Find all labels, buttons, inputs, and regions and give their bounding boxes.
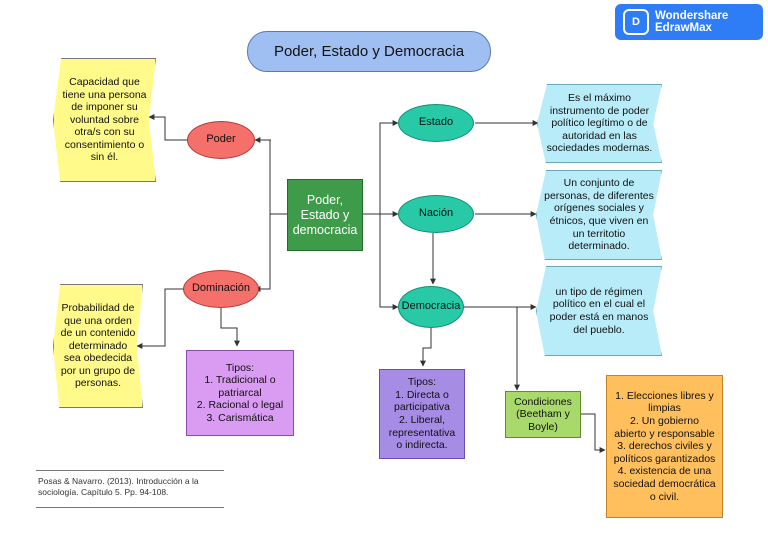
connector-condiciones-list xyxy=(581,413,606,453)
connector-democracia-condiciones xyxy=(463,306,520,391)
brand-line2: EdrawMax xyxy=(655,22,712,34)
node-dominacion: Dominación xyxy=(183,270,259,308)
democracia-definition: un tipo de régimen político en el cual e… xyxy=(536,266,662,356)
diagram-title: Poder, Estado y Democracia xyxy=(247,31,491,72)
center-node: Poder, Estado y democracia xyxy=(287,179,363,251)
connector-center-left xyxy=(269,139,287,215)
edrawmax-logo-icon: D xyxy=(623,9,649,35)
connector-dominacion-tipos xyxy=(220,304,240,347)
condiciones-list: 1. Elecciones libres y limpias 2. Un gob… xyxy=(606,375,723,518)
citation: Posas & Navarro. (2013). Introducción a … xyxy=(36,470,224,508)
node-poder: Poder xyxy=(187,121,255,159)
connector-center-right xyxy=(363,120,399,215)
connector-democracia-tipos xyxy=(420,328,432,367)
node-nacion: Nación xyxy=(398,195,474,233)
condiciones-node: Condiciones (Beetham y Boyle) xyxy=(505,391,581,438)
democracia-tipos: Tipos: 1. Directa o participativa 2. Lib… xyxy=(379,369,465,459)
node-estado: Estado xyxy=(398,104,474,142)
estado-definition: Es el máximo instrumento de poder políti… xyxy=(537,84,662,163)
node-democracia: Democracia xyxy=(398,286,464,328)
connector-poder-def xyxy=(148,114,187,141)
brand-logo: D Wondershare EdrawMax xyxy=(615,4,763,40)
brand-line1: Wondershare xyxy=(655,9,729,22)
poder-definition: Capacidad que tiene una persona de impon… xyxy=(53,58,156,182)
nacion-definition: Un conjunto de personas, de diferentes o… xyxy=(536,170,662,260)
connector-dominacion-def xyxy=(136,288,187,349)
connector-to-dominacion xyxy=(254,214,271,292)
connector-to-democracia xyxy=(379,214,399,310)
dominacion-definition: Probabilidad de que una orden de un cont… xyxy=(53,284,143,408)
dominacion-tipos: Tipos: 1. Tradicional o patriarcal 2. Ra… xyxy=(186,350,294,436)
